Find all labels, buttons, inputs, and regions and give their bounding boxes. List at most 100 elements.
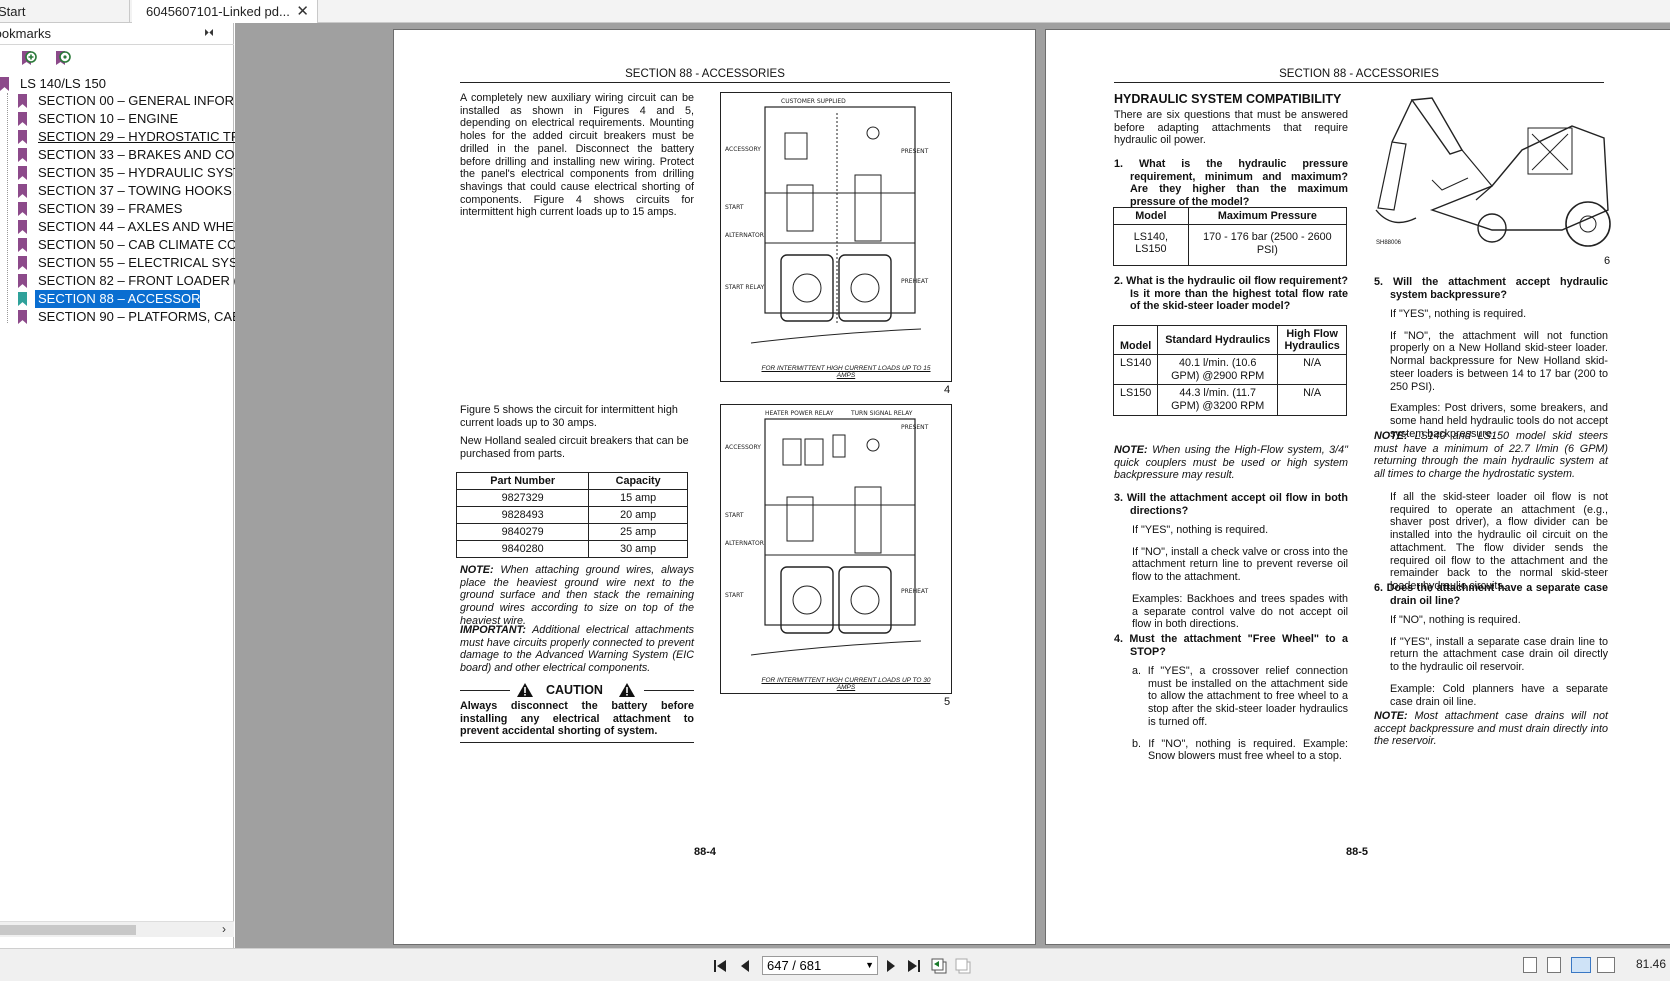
question-5: 5. Will the attachment accept hydraulic …: [1374, 276, 1608, 301]
intro-paragraph: There are six questions that must be ans…: [1114, 109, 1348, 147]
bookmark-item[interactable]: SECTION 00 – GENERAL INFORMATION: [18, 92, 235, 110]
warning-icon: [619, 683, 635, 697]
important-note: IMPORTANT: Additional electrical attachm…: [460, 624, 694, 675]
scrollbar-thumb[interactable]: [0, 925, 136, 935]
column-header: Standard Hydraulics: [1157, 325, 1279, 355]
chevron-down-icon[interactable]: ▼: [865, 960, 874, 970]
bookmarks-title: Bookmarks: [0, 26, 52, 41]
bookmark-icon: [18, 148, 27, 162]
caution-text: Always disconnect the battery before ins…: [460, 700, 694, 744]
next-view-icon[interactable]: [954, 957, 972, 975]
high-flow-note: NOTE: When using the High-Flow system, 3…: [1114, 444, 1349, 482]
find-bookmark-icon[interactable]: [52, 49, 72, 69]
navigation-bar: 647 / 681 ▼ 81.46: [0, 948, 1670, 981]
bookmark-icon: [18, 94, 27, 108]
section-heading: HYDRAULIC SYSTEM COMPATIBILITY: [1114, 92, 1342, 106]
column-header: High Flow Hydraulics: [1277, 325, 1347, 355]
figure-5-paragraph: Figure 5 shows the circuit for intermitt…: [460, 404, 689, 461]
bookmark-icon: [18, 184, 27, 198]
last-page-icon[interactable]: [906, 958, 922, 974]
svg-text:CUSTOMER SUPPLIED: CUSTOMER SUPPLIED: [781, 98, 846, 105]
question-3-answers: If "YES", nothing is required. If "NO", …: [1132, 524, 1348, 631]
intro-paragraph: A completely new auxiliary wiring circui…: [460, 92, 694, 219]
bookmark-item[interactable]: SECTION 39 – FRAMES: [18, 200, 230, 218]
svg-text:START: START: [725, 592, 744, 599]
facing-view-icon[interactable]: [1571, 957, 1591, 973]
bookmarks-panel: Bookmarks ⏵⏴ LS 140/LS 150 SECTION 00 – …: [0, 23, 235, 948]
question-3: 3. Will the attachment accept oil flow i…: [1114, 492, 1348, 517]
min-flow-note: NOTE: LS140 and LS150 model skid steers …: [1374, 430, 1609, 481]
svg-text:HEATER POWER RELAY: HEATER POWER RELAY: [765, 410, 834, 417]
case-drain-note: NOTE: Most attachment case drains will n…: [1374, 710, 1609, 748]
bookmark-item[interactable]: SECTION 33 – BRAKES AND CONTROLS: [18, 146, 235, 164]
previous-view-icon[interactable]: [930, 957, 948, 975]
close-icon[interactable]: ✕: [296, 3, 309, 20]
bookmark-item[interactable]: SECTION 50 – CAB CLIMATE CONTROL: [18, 236, 235, 254]
single-page-view-icon[interactable]: [1523, 957, 1537, 973]
flow-divider-paragraph: If all the skid-steer loader oil flow is…: [1390, 491, 1608, 592]
bookmark-item[interactable]: SECTION 10 – ENGINE: [18, 110, 230, 128]
oil-flow-table: Model Standard Hydraulics High Flow Hydr…: [1112, 325, 1347, 416]
panel-collapse-icon[interactable]: ⏵⏴: [204, 28, 214, 39]
ground-wire-note: NOTE: When attaching ground wires, alway…: [460, 564, 695, 627]
next-page-icon[interactable]: [884, 958, 898, 974]
bookmark-item[interactable]: SECTION 29 – HYDROSTATIC TRANSMISSION: [18, 128, 235, 146]
previous-page-icon[interactable]: [738, 958, 752, 974]
svg-text:START: START: [725, 512, 744, 519]
bookmark-icon: [18, 202, 27, 216]
bookmark-icon: [18, 310, 27, 324]
column-header: Maximum Pressure: [1187, 207, 1348, 225]
bookmark-item[interactable]: SECTION 44 – AXLES AND WHEELS: [18, 218, 235, 236]
svg-text:TURN SIGNAL RELAY: TURN SIGNAL RELAY: [850, 410, 913, 417]
continuous-view-icon[interactable]: [1547, 957, 1561, 973]
bookmark-icon: [18, 112, 27, 126]
tab-document-label: 6045607101-Linked pd...: [146, 4, 290, 19]
figure-5-number: 5: [944, 696, 951, 708]
column-header: Part Number: [455, 472, 590, 490]
figure-4-wiring-diagram: CUSTOMER SUPPLIED ACCESSORY START ALTERN…: [720, 92, 952, 382]
section-header: SECTION 88 - ACCESSORIES: [460, 68, 950, 83]
page-number-field[interactable]: 647 / 681 ▼: [762, 956, 878, 975]
bookmark-item[interactable]: SECTION 82 – FRONT LOADER (Bucket): [18, 272, 235, 290]
skid-steer-backhoe-icon: [1375, 97, 1611, 247]
bookmark-item[interactable]: SECTION 35 – HYDRAULIC SYSTEMS: [18, 164, 235, 182]
svg-text:ALTERNATOR: ALTERNATOR: [725, 232, 764, 239]
expand-bookmark-icon[interactable]: [18, 49, 38, 69]
bookmark-item[interactable]: SECTION 55 – ELECTRICAL SYSTEMS: [18, 254, 235, 272]
tab-start[interactable]: Start: [0, 0, 130, 23]
table-row: LS150 44.3 l/min. (11.7 GPM) @3200 RPM N…: [1112, 384, 1347, 416]
first-page-icon[interactable]: [712, 958, 728, 974]
bookmark-icon: [18, 166, 27, 180]
tree-connector: [7, 93, 8, 323]
svg-text:PREHEAT: PREHEAT: [901, 278, 929, 285]
bookmark-item-selected[interactable]: SECTION 88 – ACCESSORIES: [18, 290, 230, 308]
scroll-right-icon[interactable]: ›: [222, 922, 226, 936]
figure-6-id: SH88006: [1376, 240, 1402, 246]
document-viewer[interactable]: SECTION 88 - ACCESSORIES A completely ne…: [235, 23, 1670, 948]
wiring-diagram-icon: HEATER POWER RELAY TURN SIGNAL RELAY ACC…: [725, 410, 929, 656]
figure-5-wiring-diagram: HEATER POWER RELAY TURN SIGNAL RELAY ACC…: [720, 404, 952, 694]
bookmarks-header: Bookmarks ⏵⏴: [0, 23, 234, 45]
question-6-answers: If "NO", nothing is required. If "YES", …: [1390, 614, 1608, 708]
table-row: LS140, LS150 170 - 176 bar (2500 - 2600 …: [1113, 224, 1348, 266]
zoom-level[interactable]: 81.46: [1635, 957, 1666, 971]
caution-label: CAUTION: [546, 683, 603, 697]
bookmark-root[interactable]: LS 140/LS 150: [0, 75, 230, 93]
question-5-answers: If "YES", nothing is required. If "NO", …: [1390, 308, 1608, 440]
bookmark-item[interactable]: SECTION 37 – TOWING HOOKS AND BUMPERS: [18, 182, 235, 200]
horizontal-scrollbar[interactable]: ›: [0, 921, 234, 937]
svg-text:PRESENT: PRESENT: [901, 424, 929, 431]
column-header: Capacity: [588, 472, 688, 490]
tab-bar: Start 6045607101-Linked pd... ✕: [0, 0, 1670, 23]
bookmark-icon: [18, 256, 27, 270]
tab-document[interactable]: 6045607101-Linked pd... ✕: [132, 0, 318, 23]
svg-text:PREHEAT: PREHEAT: [901, 588, 929, 595]
continuous-facing-view-icon[interactable]: [1597, 957, 1615, 973]
bookmark-item[interactable]: SECTION 90 – PLATFORMS, CAB, BODYWORK: [18, 308, 235, 326]
svg-text:START: START: [725, 204, 744, 211]
svg-text:START RELAY: START RELAY: [725, 284, 764, 291]
